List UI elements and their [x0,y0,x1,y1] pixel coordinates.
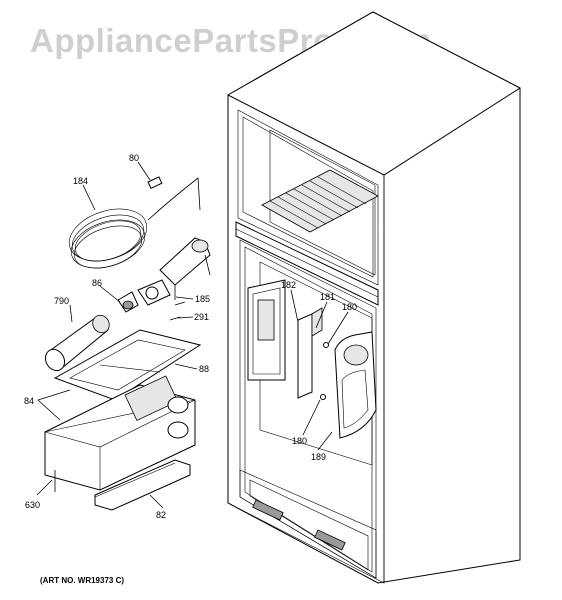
callout-84: 84 [24,396,34,406]
screws [169,301,186,321]
callout-88: 88 [199,364,209,374]
callout-82: 82 [156,510,166,520]
callout-185: 185 [195,294,210,304]
callout-180-top: 180 [342,302,357,312]
callout-630: 630 [25,500,40,510]
mounting-plate [53,329,202,401]
filter-cover [94,459,191,511]
callout-182: 182 [281,280,296,290]
refrigerator-cabinet [226,11,521,584]
callout-189: 189 [311,452,326,462]
filter-housing [44,375,196,491]
callout-291: 291 [194,312,209,322]
callout-184: 184 [73,176,88,186]
callout-180-bottom: 180 [292,436,307,446]
filter-housing-assembly [137,237,211,306]
fitting-part [147,176,163,190]
leader-lines [36,161,349,509]
callout-80: 80 [129,153,139,163]
filter-cartridge [44,314,110,372]
callout-181: 181 [320,292,335,302]
valve-part [117,291,139,313]
art-number: (ART NO. WR19373 C) [40,576,124,585]
callout-86: 86 [92,278,102,288]
callout-790: 790 [54,296,69,306]
water-tube-coil [68,177,201,269]
